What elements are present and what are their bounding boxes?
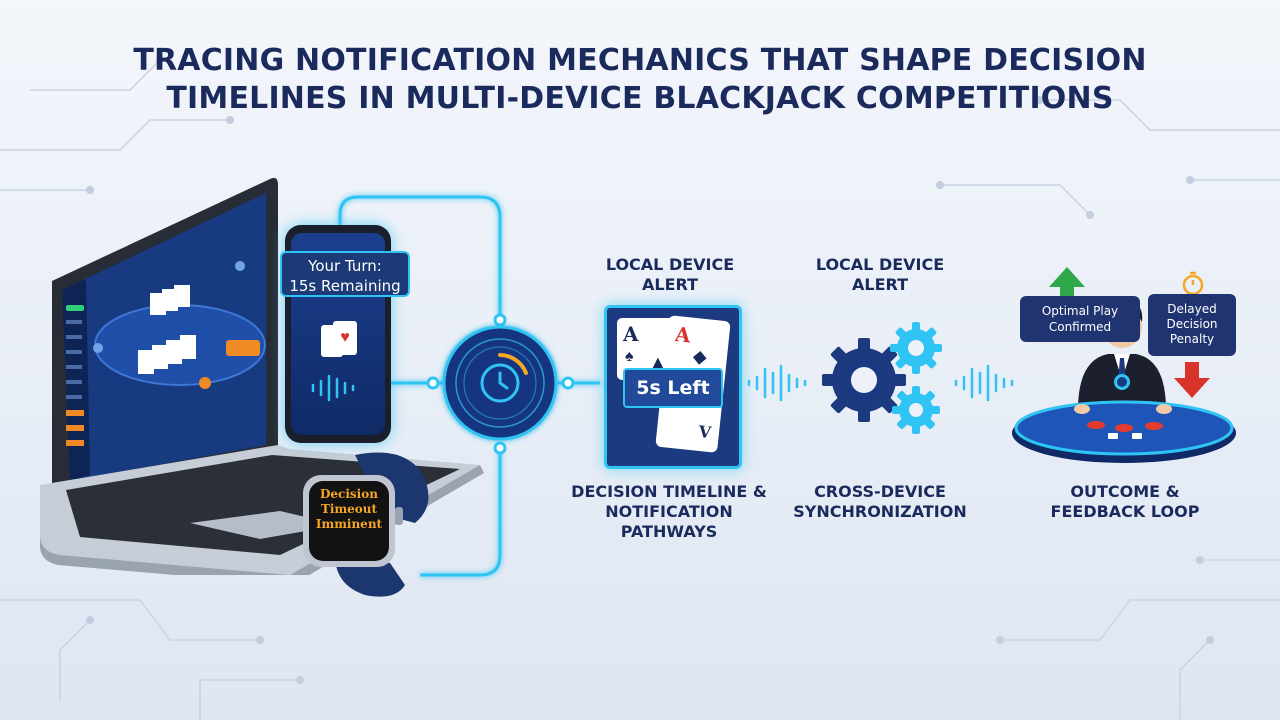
sound-wave-icon <box>745 363 815 403</box>
sound-wave-icon <box>308 373 368 403</box>
watch-alert-line-3: Imminent <box>310 517 388 532</box>
spade-suit-icon: ♠ <box>625 348 634 366</box>
stage-1-caption-line-3: PATHWAYS <box>560 522 778 542</box>
diamond-suit-icon: ◆ <box>692 346 708 368</box>
gear-icon <box>822 318 952 448</box>
delayed-penalty-line-2: Decision <box>1148 317 1236 332</box>
stage-2-caption: CROSS-DEVICE SYNCHRONIZATION <box>780 482 980 522</box>
phone-notification-line-1: Your Turn: <box>282 256 408 276</box>
arrow-down-icon <box>1172 360 1212 400</box>
stage-2-caption-line-1: CROSS-DEVICE <box>780 482 980 502</box>
watch-alert-text: Decision Timeout Imminent <box>310 487 388 532</box>
alert-card-panel: A V ◆ A ♠ ▲ 5s Left <box>604 305 742 469</box>
optimal-play-line-1: Optimal Play <box>1020 303 1140 319</box>
countdown-badge: 5s Left <box>623 368 723 408</box>
stage-2-caption-line-2: SYNCHRONIZATION <box>780 502 980 522</box>
phone-notification-line-2: 15s Remaining <box>282 276 408 296</box>
card-rank-left: A <box>623 322 639 346</box>
stage-1-heading-line-2: ALERT <box>580 275 760 295</box>
phone-notification: Your Turn: 15s Remaining <box>280 251 410 297</box>
stage-1-caption-line-2: NOTIFICATION <box>560 502 778 522</box>
stage-1-heading: LOCAL DEVICE ALERT <box>580 255 760 295</box>
optimal-play-bubble: Optimal Play Confirmed <box>1020 296 1140 342</box>
card-rank-right: A <box>674 322 692 347</box>
stage-1-heading-line-1: LOCAL DEVICE <box>580 255 760 275</box>
stage-2-heading-line-2: ALERT <box>790 275 970 295</box>
stage-2-heading-line-1: LOCAL DEVICE <box>790 255 970 275</box>
stage-1-caption: DECISION TIMELINE & NOTIFICATION PATHWAY… <box>560 482 778 542</box>
delayed-penalty-line-1: Delayed <box>1148 302 1236 317</box>
watch-alert-line-2: Timeout <box>310 502 388 517</box>
stage-3-caption: OUTCOME & FEEDBACK LOOP <box>1025 482 1225 522</box>
stage-3-caption-line-2: FEEDBACK LOOP <box>1025 502 1225 522</box>
clock-hub-icon <box>430 313 570 453</box>
delayed-penalty-bubble: Delayed Decision Penalty <box>1148 294 1236 356</box>
card-rank-back: V <box>698 422 712 442</box>
optimal-play-line-2: Confirmed <box>1020 319 1140 335</box>
phone-card-heart: ♥ <box>333 321 357 355</box>
watch-alert-line-1: Decision <box>310 487 388 502</box>
stage-3-caption-line-1: OUTCOME & <box>1025 482 1225 502</box>
stage-1-caption-line-1: DECISION TIMELINE & <box>560 482 778 502</box>
delayed-penalty-line-3: Penalty <box>1148 332 1236 347</box>
stage-2-heading: LOCAL DEVICE ALERT <box>790 255 970 295</box>
